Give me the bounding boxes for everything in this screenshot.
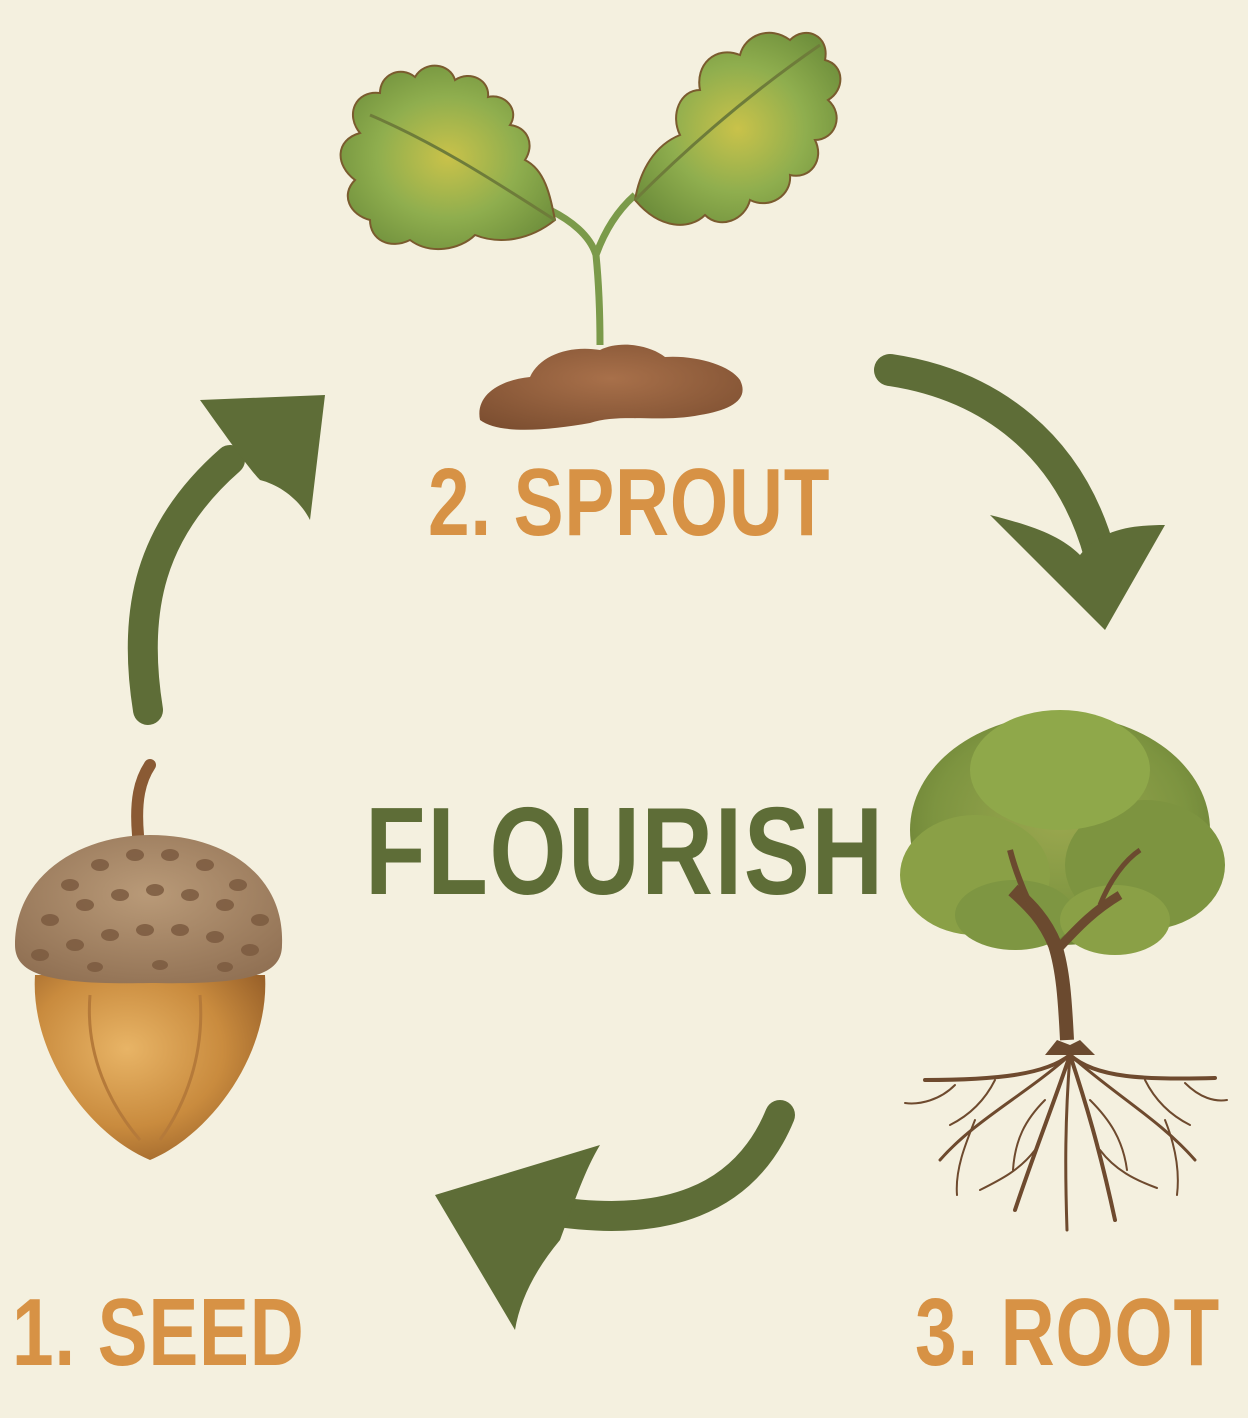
arrow-seed-to-sprout bbox=[110, 380, 350, 720]
tree-with-roots-icon bbox=[895, 700, 1230, 1240]
root-label: 3. ROOT bbox=[915, 1285, 1220, 1381]
sprout-icon bbox=[300, 5, 840, 435]
sprout-label: 2. SPROUT bbox=[428, 455, 830, 551]
seed-label: 1. SEED bbox=[12, 1285, 305, 1381]
arrow-root-to-seed bbox=[425, 1100, 795, 1418]
center-title: FLOURISH bbox=[365, 790, 885, 914]
acorn-icon bbox=[10, 755, 285, 1165]
arrow-sprout-to-root bbox=[880, 355, 1180, 645]
